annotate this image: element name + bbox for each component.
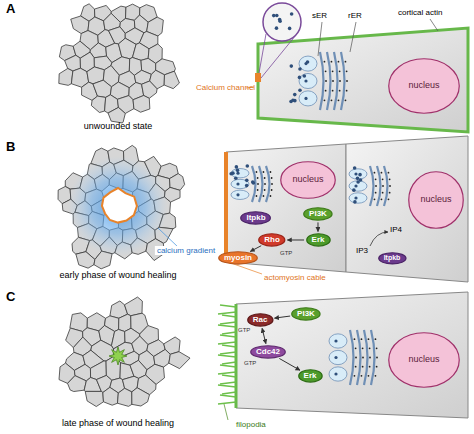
node-label: nucleus (408, 355, 439, 365)
node-label: Cdc42 (256, 348, 280, 357)
gtpase-oval: Cdc42 (250, 345, 286, 359)
gtpase-oval: Rho (258, 233, 286, 247)
calcium-ions (352, 166, 362, 204)
gtpase-oval: Rac (247, 313, 274, 327)
node-label: nucleus (292, 175, 323, 185)
kinase-oval: Itpkb (240, 211, 271, 225)
neighbour-cell (346, 136, 468, 282)
kinase-oval: Erk (298, 369, 323, 383)
part-label: calcium gradient (155, 246, 217, 255)
panel-letter: A (6, 2, 15, 17)
part-label: sER (312, 11, 327, 20)
epithelial-cell (108, 107, 125, 123)
cell-sheet (59, 297, 190, 406)
signal-arrow (287, 239, 304, 240)
epithelial-cell (164, 71, 179, 88)
endoplasmic-reticulum (329, 330, 378, 385)
epithelial-cell (76, 252, 95, 268)
panel-caption: late phase of wound healing (62, 418, 174, 428)
cell-sheet (59, 4, 180, 123)
node-label: nucleus (408, 81, 439, 91)
nucleus: nucleus (408, 171, 464, 229)
epithelial-cell (93, 80, 111, 97)
reaction-arrow (370, 232, 388, 246)
node-label: Itpkb (384, 254, 401, 262)
kinase-oval: Erk (306, 233, 331, 247)
zoom-line (259, 34, 266, 73)
panel-letter: B (6, 140, 15, 155)
epithelial-cell (132, 43, 149, 60)
leader-line (350, 22, 356, 52)
node-label: PI3K (309, 210, 327, 219)
filopodia-spikes (218, 305, 236, 404)
signal-arrow (250, 246, 261, 252)
epithelial-cell (68, 376, 87, 392)
calcium-channel (255, 73, 261, 82)
epithelial-cell (133, 95, 150, 112)
epithelial-cell (125, 297, 143, 316)
node-label: PI3K (297, 310, 315, 319)
calcium-ions (289, 60, 309, 103)
wound (102, 188, 137, 223)
epithelial-cell (59, 68, 73, 85)
leader-line (158, 228, 178, 247)
part-label: rER (348, 11, 362, 20)
panel-caption: unwounded state (84, 121, 153, 131)
state-badge: GTP (280, 250, 292, 257)
kinase-oval: Itpkb (378, 252, 407, 265)
signal-arrow (279, 358, 300, 370)
epithelial-cell (91, 96, 105, 112)
kinase-oval: PI3K (303, 207, 333, 221)
closing-wound (109, 347, 127, 365)
epithelial-cell (85, 391, 103, 406)
molecule-label: IP4 (390, 225, 402, 234)
part-label: filopodia (236, 420, 266, 429)
epithelial-cell (258, 28, 468, 132)
endoplasmic-reticulum (299, 52, 348, 110)
panel-letter: C (6, 290, 15, 305)
node-label: nucleus (420, 195, 451, 205)
part-label: Calcium channel (196, 83, 255, 92)
state-badge: GTP (244, 360, 256, 367)
actomyosin-cable (224, 152, 228, 262)
endoplasmic-reticulum (231, 166, 273, 202)
node-label: Rac (253, 316, 268, 325)
calcium-ions (229, 164, 255, 187)
node-label: Rho (264, 236, 280, 245)
epithelial-cell (103, 387, 118, 405)
signal-arrow (317, 222, 318, 231)
nucleus: nucleus (280, 161, 336, 199)
epithelial-cell (132, 388, 150, 406)
signal-arrow (262, 328, 266, 343)
zoom-line (261, 35, 296, 78)
kinase-oval: PI3K (291, 307, 321, 321)
state-badge: GTP (238, 327, 250, 334)
nucleus: nucleus (388, 58, 460, 114)
epithelial-cell (169, 352, 190, 369)
nucleus: nucleus (388, 332, 460, 388)
part-label: actomyosin cable (264, 273, 326, 282)
motor-protein-oval: myosin (218, 251, 258, 265)
leader-line (224, 404, 228, 420)
molecule-label: IP3 (356, 246, 368, 255)
node-label: Erk (304, 372, 317, 381)
part-label: cortical actin (398, 8, 442, 17)
migrating-cell (236, 292, 468, 418)
leader-line (318, 22, 322, 56)
leader-line (430, 19, 438, 31)
signal-arrow (274, 316, 290, 318)
epithelial-cell (117, 388, 131, 406)
panel-caption: early phase of wound healing (59, 270, 176, 280)
node-label: Erk (312, 236, 325, 245)
calcium-gradient (68, 156, 168, 256)
endoplasmic-reticulum (349, 166, 391, 206)
node-label: myosin (224, 254, 252, 263)
calcium-ions (272, 12, 294, 30)
node-label: Itpkb (246, 214, 265, 223)
